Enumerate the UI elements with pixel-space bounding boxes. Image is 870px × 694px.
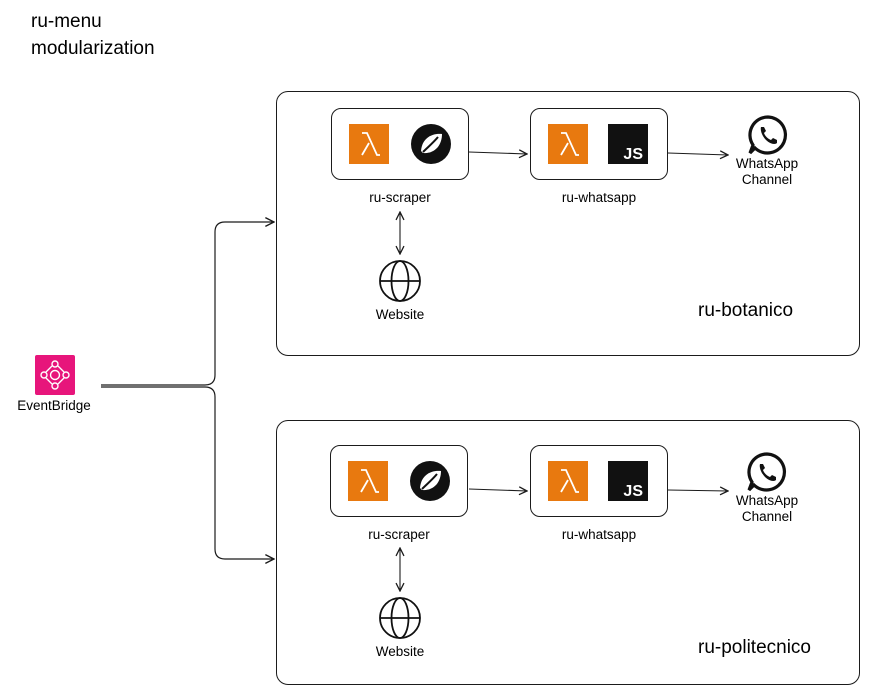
ru-whatsapp-service-box: JS	[530, 445, 668, 517]
aws-lambda-icon	[349, 124, 389, 164]
title-line-2: modularization	[31, 38, 155, 59]
eventbridge-icon	[35, 355, 75, 395]
whatsapp-channel-label: WhatsApp Channel	[736, 156, 798, 188]
aws-lambda-icon	[548, 124, 588, 164]
javascript-icon: JS	[608, 124, 648, 164]
ru-scraper-label: ru-scraper	[368, 527, 430, 542]
whatsapp-icon	[748, 115, 788, 155]
ru-whatsapp-service-box: JS	[530, 108, 668, 180]
globe-icon	[379, 597, 421, 639]
globe-icon	[379, 260, 421, 302]
channel-line-1: WhatsApp	[735, 493, 799, 508]
channel-line-2: Channel	[741, 509, 793, 524]
eventbridge-label: EventBridge	[17, 398, 91, 413]
channel-line-2: Channel	[741, 172, 793, 187]
ru-scraper-label: ru-scraper	[369, 190, 431, 205]
aws-lambda-icon	[548, 461, 588, 501]
svg-text:JS: JS	[623, 146, 643, 163]
diagram-title: ru-menu modularization	[31, 8, 231, 62]
environment-name: ru-politecnico	[698, 637, 811, 658]
scraper-to-whatsapp-arrow	[468, 489, 527, 491]
whatsapp-to-channel-arrow	[667, 490, 728, 491]
environment-frame: ru-botanico	[276, 91, 860, 356]
ru-whatsapp-label: ru-whatsapp	[561, 527, 637, 542]
environment-name: ru-botanico	[698, 300, 794, 321]
spring-icon	[411, 124, 451, 164]
ru-scraper-service-box	[330, 445, 468, 517]
whatsapp-channel-label: WhatsApp Channel	[736, 493, 798, 525]
eventbridge-connector-top	[101, 222, 274, 386]
website-label: Website	[375, 307, 425, 322]
ru-whatsapp-label: ru-whatsapp	[561, 190, 637, 205]
whatsapp-to-channel-arrow	[667, 153, 728, 155]
javascript-icon: JS	[608, 461, 648, 501]
whatsapp-icon	[747, 452, 787, 492]
environment-frame: ru-politecnico	[276, 420, 860, 685]
scraper-to-whatsapp-arrow	[468, 152, 527, 154]
website-label: Website	[375, 644, 425, 659]
spring-icon	[410, 461, 450, 501]
aws-lambda-icon	[348, 461, 388, 501]
channel-line-1: WhatsApp	[735, 156, 799, 171]
svg-text:JS: JS	[623, 483, 643, 500]
ru-scraper-service-box	[331, 108, 469, 180]
title-line-1: ru-menu	[31, 11, 102, 32]
eventbridge-connector-bottom	[101, 386, 274, 559]
